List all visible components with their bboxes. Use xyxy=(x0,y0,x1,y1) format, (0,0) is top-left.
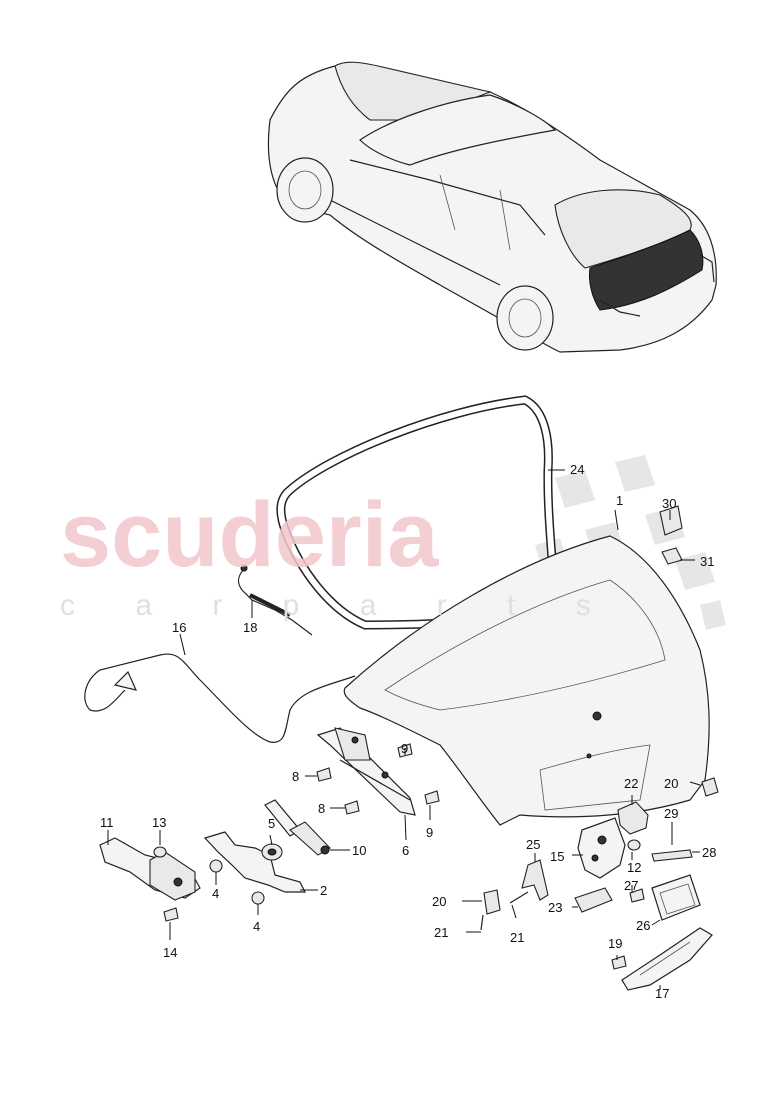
car-overview-illustration xyxy=(267,61,717,353)
callout-10: 10 xyxy=(352,843,366,858)
callout-25: 25 xyxy=(526,837,540,852)
callout-18: 18 xyxy=(243,620,257,635)
callout-23: 23 xyxy=(548,900,562,915)
callout-12: 12 xyxy=(627,860,641,875)
callout-20a: 20 xyxy=(664,776,678,791)
lock-mechanism xyxy=(577,817,626,879)
watermark-text: scuderia xyxy=(60,484,439,586)
bracket-clip xyxy=(659,505,683,565)
callout-20b: 20 xyxy=(432,894,446,909)
gas-strut xyxy=(264,799,331,856)
callout-31: 31 xyxy=(700,554,714,569)
release-switch xyxy=(617,801,649,835)
callout-19: 19 xyxy=(608,936,622,951)
rubber-buffers xyxy=(480,777,719,931)
watermark-subtext: c a r p a r t s xyxy=(60,589,617,622)
guide-rod xyxy=(651,849,693,862)
callout-21b: 21 xyxy=(510,930,524,945)
release-cable xyxy=(84,653,356,743)
callout-2: 2 xyxy=(320,883,327,898)
callout-22: 22 xyxy=(624,776,638,791)
striker-bracket xyxy=(509,859,549,904)
boot-lid xyxy=(343,535,710,826)
callout-4a: 4 xyxy=(212,886,219,901)
hinge-assembly xyxy=(316,727,416,816)
callout-8a: 8 xyxy=(292,769,299,784)
leader-lines xyxy=(107,469,701,990)
fasteners xyxy=(153,743,645,970)
callout-9a: 9 xyxy=(401,741,408,756)
callout-labels: 1 2 4 4 5 6 8 8 9 9 10 11 12 13 14 15 16… xyxy=(100,462,716,1001)
callout-30: 30 xyxy=(662,496,676,511)
callout-24: 24 xyxy=(570,462,584,477)
callout-5: 5 xyxy=(268,816,275,831)
callout-8b: 8 xyxy=(318,801,325,816)
callout-13: 13 xyxy=(152,815,166,830)
callout-21a: 21 xyxy=(434,925,448,940)
microswitch xyxy=(574,887,613,913)
hinge-bracket xyxy=(203,831,306,893)
callout-4b: 4 xyxy=(253,919,260,934)
callout-28: 28 xyxy=(702,845,716,860)
callout-17: 17 xyxy=(655,986,669,1001)
callout-6: 6 xyxy=(402,843,409,858)
callout-11: 11 xyxy=(100,815,114,830)
callout-27: 27 xyxy=(624,878,638,893)
callout-16: 16 xyxy=(172,620,186,635)
callout-14: 14 xyxy=(163,945,177,960)
callout-29: 29 xyxy=(664,806,678,821)
callout-15: 15 xyxy=(550,849,564,864)
trim-panel xyxy=(621,927,713,991)
lid-actuator xyxy=(99,837,201,901)
callout-1: 1 xyxy=(616,493,623,508)
callout-26: 26 xyxy=(636,918,650,933)
callout-9b: 9 xyxy=(426,825,433,840)
lock-cover xyxy=(651,874,701,921)
emergency-release-cable xyxy=(237,564,313,636)
